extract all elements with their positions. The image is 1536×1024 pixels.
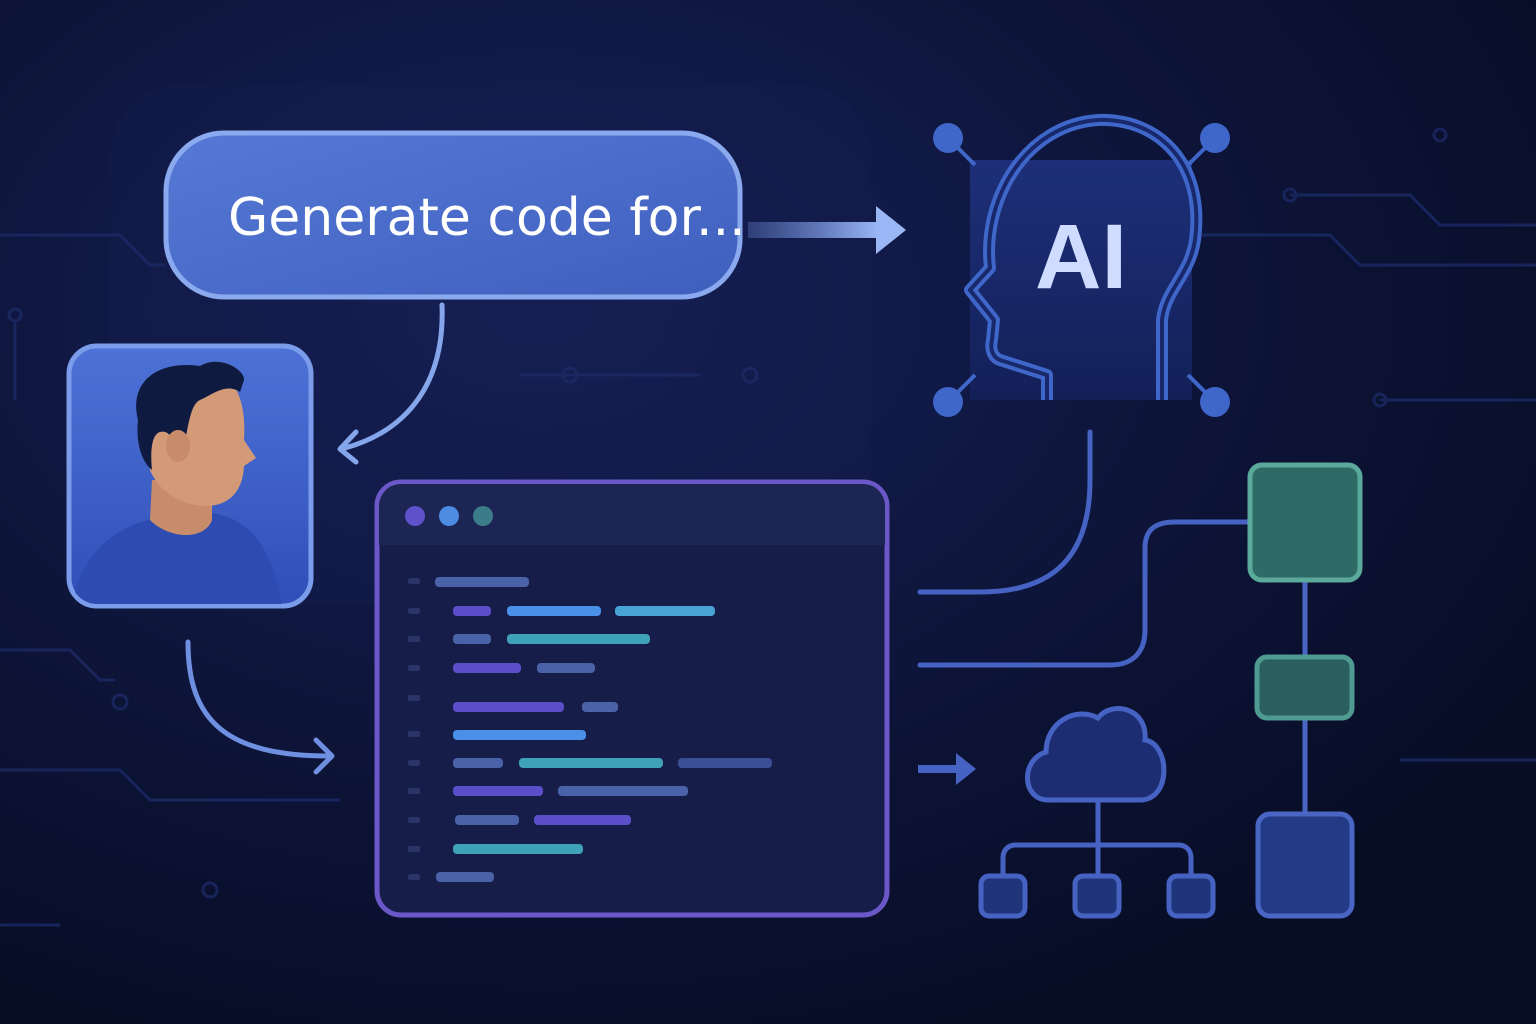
ai-head-icon: AI — [933, 113, 1230, 417]
arrow-to-ai — [748, 206, 906, 254]
editor-to-flowchart-connector — [917, 519, 1253, 668]
flowchart-block-middle — [1254, 654, 1355, 721]
window-dot-1 — [405, 506, 425, 526]
code-editor-window — [374, 479, 890, 918]
arrow-to-editor — [185, 639, 335, 775]
code-lines — [435, 577, 772, 882]
arrow-to-cloud — [918, 753, 976, 785]
arrow-to-user — [337, 302, 445, 465]
flowchart-blocks — [1247, 462, 1363, 919]
person-icon — [72, 361, 282, 604]
cloud-network-icon — [978, 706, 1216, 919]
ai-connector — [917, 429, 1093, 595]
prompt-text: Generate code for... — [228, 188, 746, 248]
window-dot-3 — [473, 506, 493, 526]
flowchart-block-bottom — [1255, 811, 1355, 919]
circuit-traces — [0, 127, 1536, 927]
prompt-bubble: Generate code for... — [163, 130, 746, 300]
user-avatar-card — [66, 343, 314, 609]
flowchart-block-top — [1247, 462, 1363, 583]
ai-label: AI — [1035, 206, 1127, 308]
window-dot-2 — [439, 506, 459, 526]
